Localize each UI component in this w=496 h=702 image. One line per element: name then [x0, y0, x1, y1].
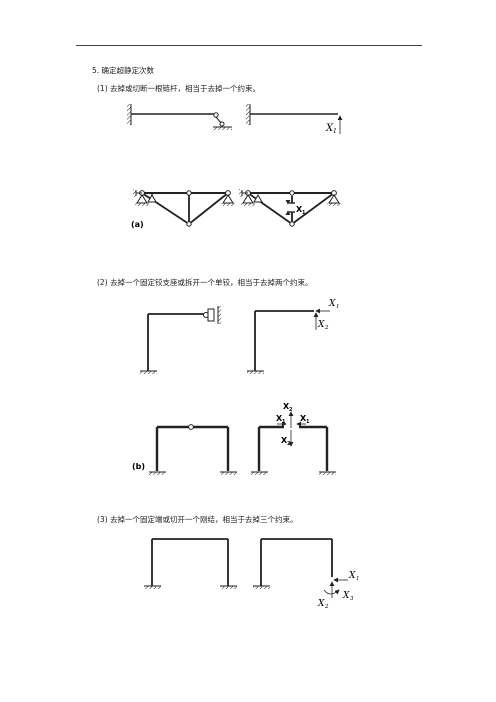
- label-x2-down: X: [281, 436, 288, 445]
- figure-lframe-released: [247, 308, 330, 374]
- label-x1-a: X: [325, 123, 334, 134]
- label-x1-left-sub: 1: [282, 419, 286, 425]
- figure-portal-released: [251, 411, 336, 475]
- rule-item-3: (3) 去掉一个固定端或切开一个刚结，相当于去掉三个约束。: [97, 515, 298, 524]
- rule-item-2: (2) 去掉一个固定铰支座或拆开一个单铰，相当于去掉两个约束。: [97, 278, 313, 287]
- label-x1-left: X: [276, 414, 283, 423]
- figure-portal-fixed: [144, 538, 237, 589]
- label-x1-lframe-sub: 1: [336, 304, 340, 310]
- figure-beam-released: X 1: [246, 104, 343, 135]
- label-x2-lframe-sub: 2: [324, 325, 329, 331]
- rule-item-1: (1) 去掉或切断一根链杆，相当于去掉一个约束。: [97, 84, 261, 93]
- label-x1-truss-sub: 1: [302, 210, 306, 216]
- header-rule: [76, 45, 422, 46]
- figure-beam-original: [127, 104, 232, 130]
- label-x2-up-sub: 2: [289, 407, 293, 413]
- label-x1-truss: X: [296, 205, 303, 214]
- figure-a-caption: (a): [131, 220, 144, 229]
- label-x1-lframe: X: [328, 299, 336, 309]
- label-x3-fixed: X: [342, 591, 350, 601]
- label-x2-up: X: [283, 402, 290, 411]
- figure-portal-hinged: [149, 424, 237, 475]
- label-x2-fixed: X: [317, 599, 325, 609]
- figure-truss-released: [239, 189, 341, 227]
- label-x1-fixed: X: [348, 571, 356, 581]
- label-x2-down-sub: 2: [287, 441, 291, 447]
- figure-lframe-original: [140, 306, 221, 374]
- label-x1-right: X: [300, 414, 307, 423]
- label-x1-fixed-sub: 1: [356, 576, 360, 582]
- figure-portal-cut: [253, 538, 348, 598]
- figure-truss-original: [133, 189, 235, 227]
- figure-b-caption: (b): [132, 462, 145, 471]
- label-x2-lframe: X: [317, 320, 325, 330]
- label-x2-fixed-sub: 2: [324, 604, 329, 610]
- label-x3-fixed-sub: 3: [350, 596, 354, 602]
- label-x1-a-sub: 1: [333, 128, 337, 135]
- section-heading: 5. 确定超静定次数: [92, 66, 155, 75]
- label-x1-right-sub: 1: [306, 419, 310, 425]
